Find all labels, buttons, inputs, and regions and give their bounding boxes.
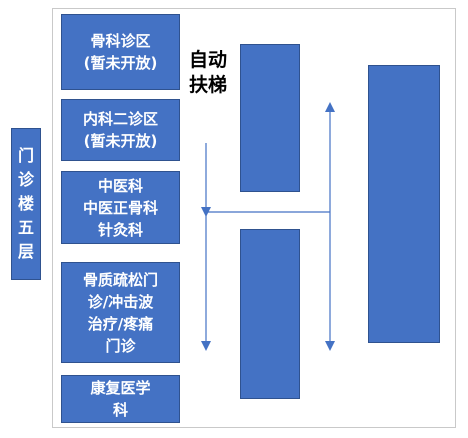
room-internal-medicine-2: 内科二诊区 (暂未开放) [61,99,180,161]
block-right [368,65,440,343]
floor-frame [52,8,456,428]
room-tcm: 中医科 中医正骨科 针灸科 [61,171,180,244]
block-upper-middle [240,44,300,192]
room-orthopedics: 骨科诊区 (暂未开放) [61,14,180,90]
room-rehabilitation: 康复医学 科 [61,375,180,423]
escalator-label: 自动 扶梯 [188,49,227,96]
block-lower-middle [240,229,300,399]
room-osteoporosis-pain: 骨质疏松门 诊/冲击波 治疗/疼痛 门诊 [61,262,180,363]
floor-label: 门 诊 楼 五 层 [11,128,41,280]
